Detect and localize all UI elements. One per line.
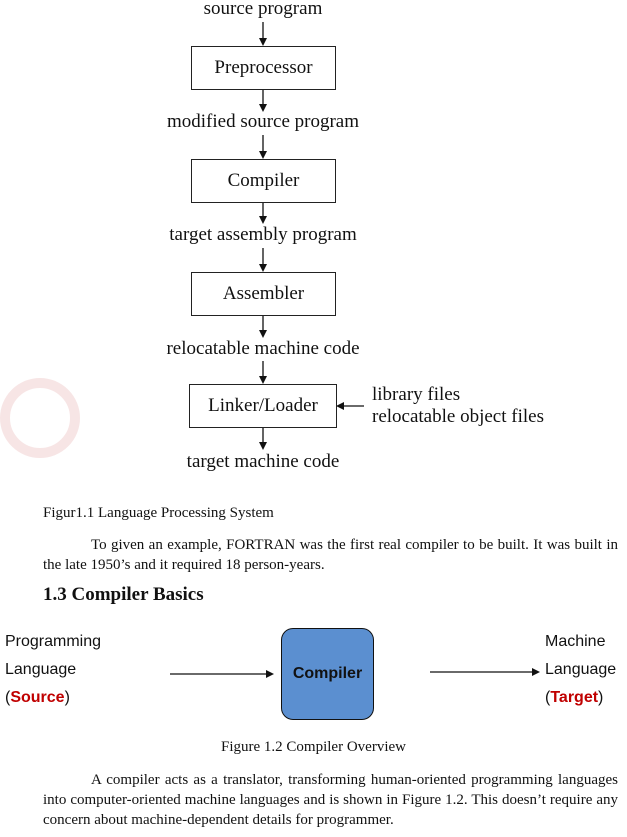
- source-language-label: Programming Language (Source): [5, 628, 101, 712]
- target-line-3: (Target): [545, 689, 604, 706]
- target-machine-code-label: target machine code: [186, 451, 340, 472]
- linker-loader-box: Linker/Loader: [189, 384, 337, 428]
- linker-loader-label: Linker/Loader: [208, 395, 318, 416]
- relocatable-objects-label: relocatable object files: [372, 406, 544, 427]
- figure-2-caption: Figure 1.2 Compiler Overview: [221, 739, 406, 755]
- linker-inputs: library files relocatable object files: [372, 384, 544, 428]
- compiler-node-label: Compiler: [292, 665, 363, 682]
- section-heading: 1.3 Compiler Basics: [43, 584, 204, 605]
- target-assembly-label: target assembly program: [169, 224, 357, 245]
- preprocessor-label: Preprocessor: [214, 57, 313, 78]
- relocatable-code-label: relocatable machine code: [166, 338, 360, 359]
- assembler-label: Assembler: [222, 283, 305, 304]
- watermark-fragment: [0, 378, 80, 458]
- compiler-box: Compiler: [191, 159, 336, 203]
- target-line-1: Machine: [545, 633, 606, 650]
- source-program-label: source program: [203, 0, 323, 19]
- paragraph-compiler: A compiler acts as a translator, transfo…: [43, 772, 618, 828]
- source-line-1: Programming: [5, 633, 102, 650]
- assembler-box: Assembler: [191, 272, 336, 316]
- target-line-2: Language: [545, 661, 617, 678]
- modified-source-label: modified source program: [166, 111, 360, 132]
- target-language-label: Machine Language (Target): [545, 628, 616, 712]
- preprocessor-box: Preprocessor: [191, 46, 336, 90]
- target-tag: Target: [550, 689, 599, 706]
- figure-1-caption: Figur1.1 Language Processing System: [43, 505, 274, 521]
- library-files-label: library files: [372, 384, 461, 405]
- source-line-3: (Source): [5, 689, 70, 706]
- source-line-2: Language: [5, 661, 77, 678]
- source-tag: Source: [10, 689, 65, 706]
- flow-arrows: [259, 22, 364, 450]
- paragraph-fortran: To given an example, FORTRAN was the fir…: [43, 537, 618, 573]
- compiler-node: Compiler: [281, 628, 374, 720]
- compiler-label: Compiler: [227, 170, 300, 191]
